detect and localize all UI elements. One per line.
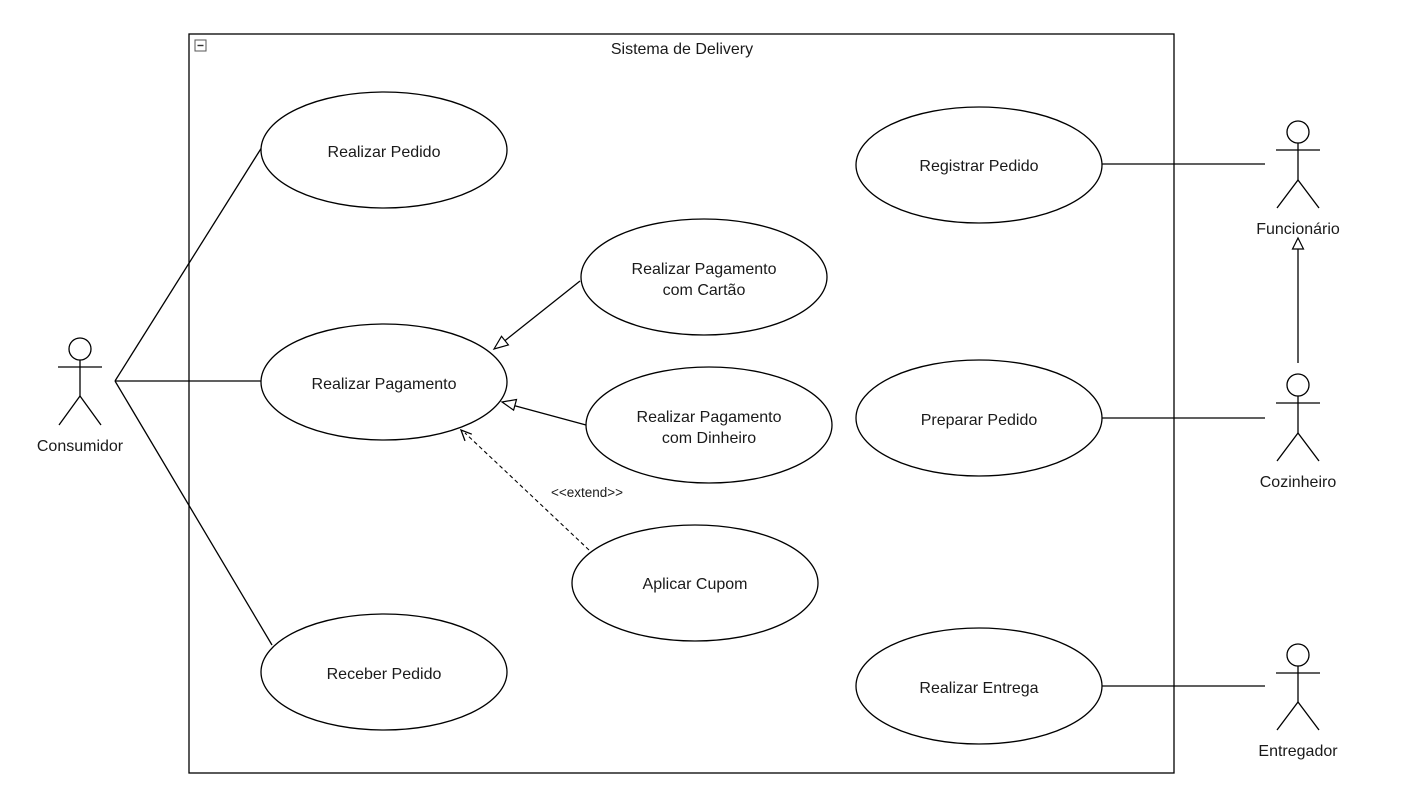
extend-label: <<extend>> (551, 485, 623, 500)
stick-figure-icon (1276, 643, 1320, 731)
use-case-label: Realizar Entrega (919, 680, 1038, 697)
use-case-preparar-pedido[interactable]: Preparar Pedido (855, 359, 1103, 477)
use-case-receber-pedido[interactable]: Receber Pedido (260, 613, 508, 731)
use-case-label: Realizar Pagamento (312, 376, 457, 393)
actor-label: Entregador (1258, 743, 1338, 760)
use-case-label: Aplicar Cupom (643, 576, 748, 593)
actor-entregador[interactable]: Entregador (1258, 643, 1338, 760)
actor-label: Consumidor (37, 438, 124, 455)
use-case-label-line-1: Realizar Pagamento (632, 261, 777, 278)
stick-figure-icon (1276, 373, 1320, 462)
use-case-label: Receber Pedido (327, 666, 442, 683)
use-case-registrar-pedido[interactable]: Registrar Pedido (855, 106, 1103, 224)
actor-consumidor[interactable]: Consumidor (37, 337, 124, 455)
use-case-label-line-1: Realizar Pagamento (637, 409, 782, 426)
use-case-pagamento-cartao[interactable]: Realizar Pagamento com Cartão (580, 218, 828, 336)
minus-box-icon[interactable] (194, 39, 207, 52)
use-case-label-line-2: com Cartão (663, 282, 746, 299)
actor-funcionario[interactable]: Funcionário (1256, 120, 1340, 238)
generalization-dinheiro[interactable] (500, 398, 587, 426)
actor-cozinheiro[interactable]: Cozinheiro (1260, 373, 1337, 491)
associations (114, 146, 1265, 687)
use-case-pagamento-dinheiro[interactable]: Realizar Pagamento com Dinheiro (585, 366, 833, 484)
use-case-aplicar-cupom[interactable]: Aplicar Cupom (571, 524, 819, 642)
use-case-label: Preparar Pedido (921, 412, 1038, 429)
system-title: Sistema de Delivery (611, 41, 753, 58)
use-case-realizar-pagamento[interactable]: Realizar Pagamento (260, 323, 508, 441)
use-case-label-line-2: com Dinheiro (662, 430, 756, 447)
use-case-realizar-pedido[interactable]: Realizar Pedido (260, 91, 508, 209)
generalization-cozinheiro-funcionario[interactable] (1291, 236, 1305, 363)
use-case-label: Registrar Pedido (919, 158, 1038, 175)
assoc-consumidor-receber-pedido[interactable] (114, 380, 273, 646)
use-case-realizar-entrega[interactable]: Realizar Entrega (855, 627, 1103, 745)
stick-figure-icon (58, 337, 102, 426)
use-case-label: Realizar Pedido (328, 144, 441, 161)
actor-label: Cozinheiro (1260, 474, 1337, 491)
extend-relation[interactable]: <<extend>> (459, 428, 623, 551)
generalization-cartao[interactable] (492, 280, 581, 350)
assoc-consumidor-realizar-pedido[interactable] (114, 146, 263, 382)
stick-figure-icon (1276, 120, 1320, 209)
actor-label: Funcionário (1256, 221, 1340, 238)
